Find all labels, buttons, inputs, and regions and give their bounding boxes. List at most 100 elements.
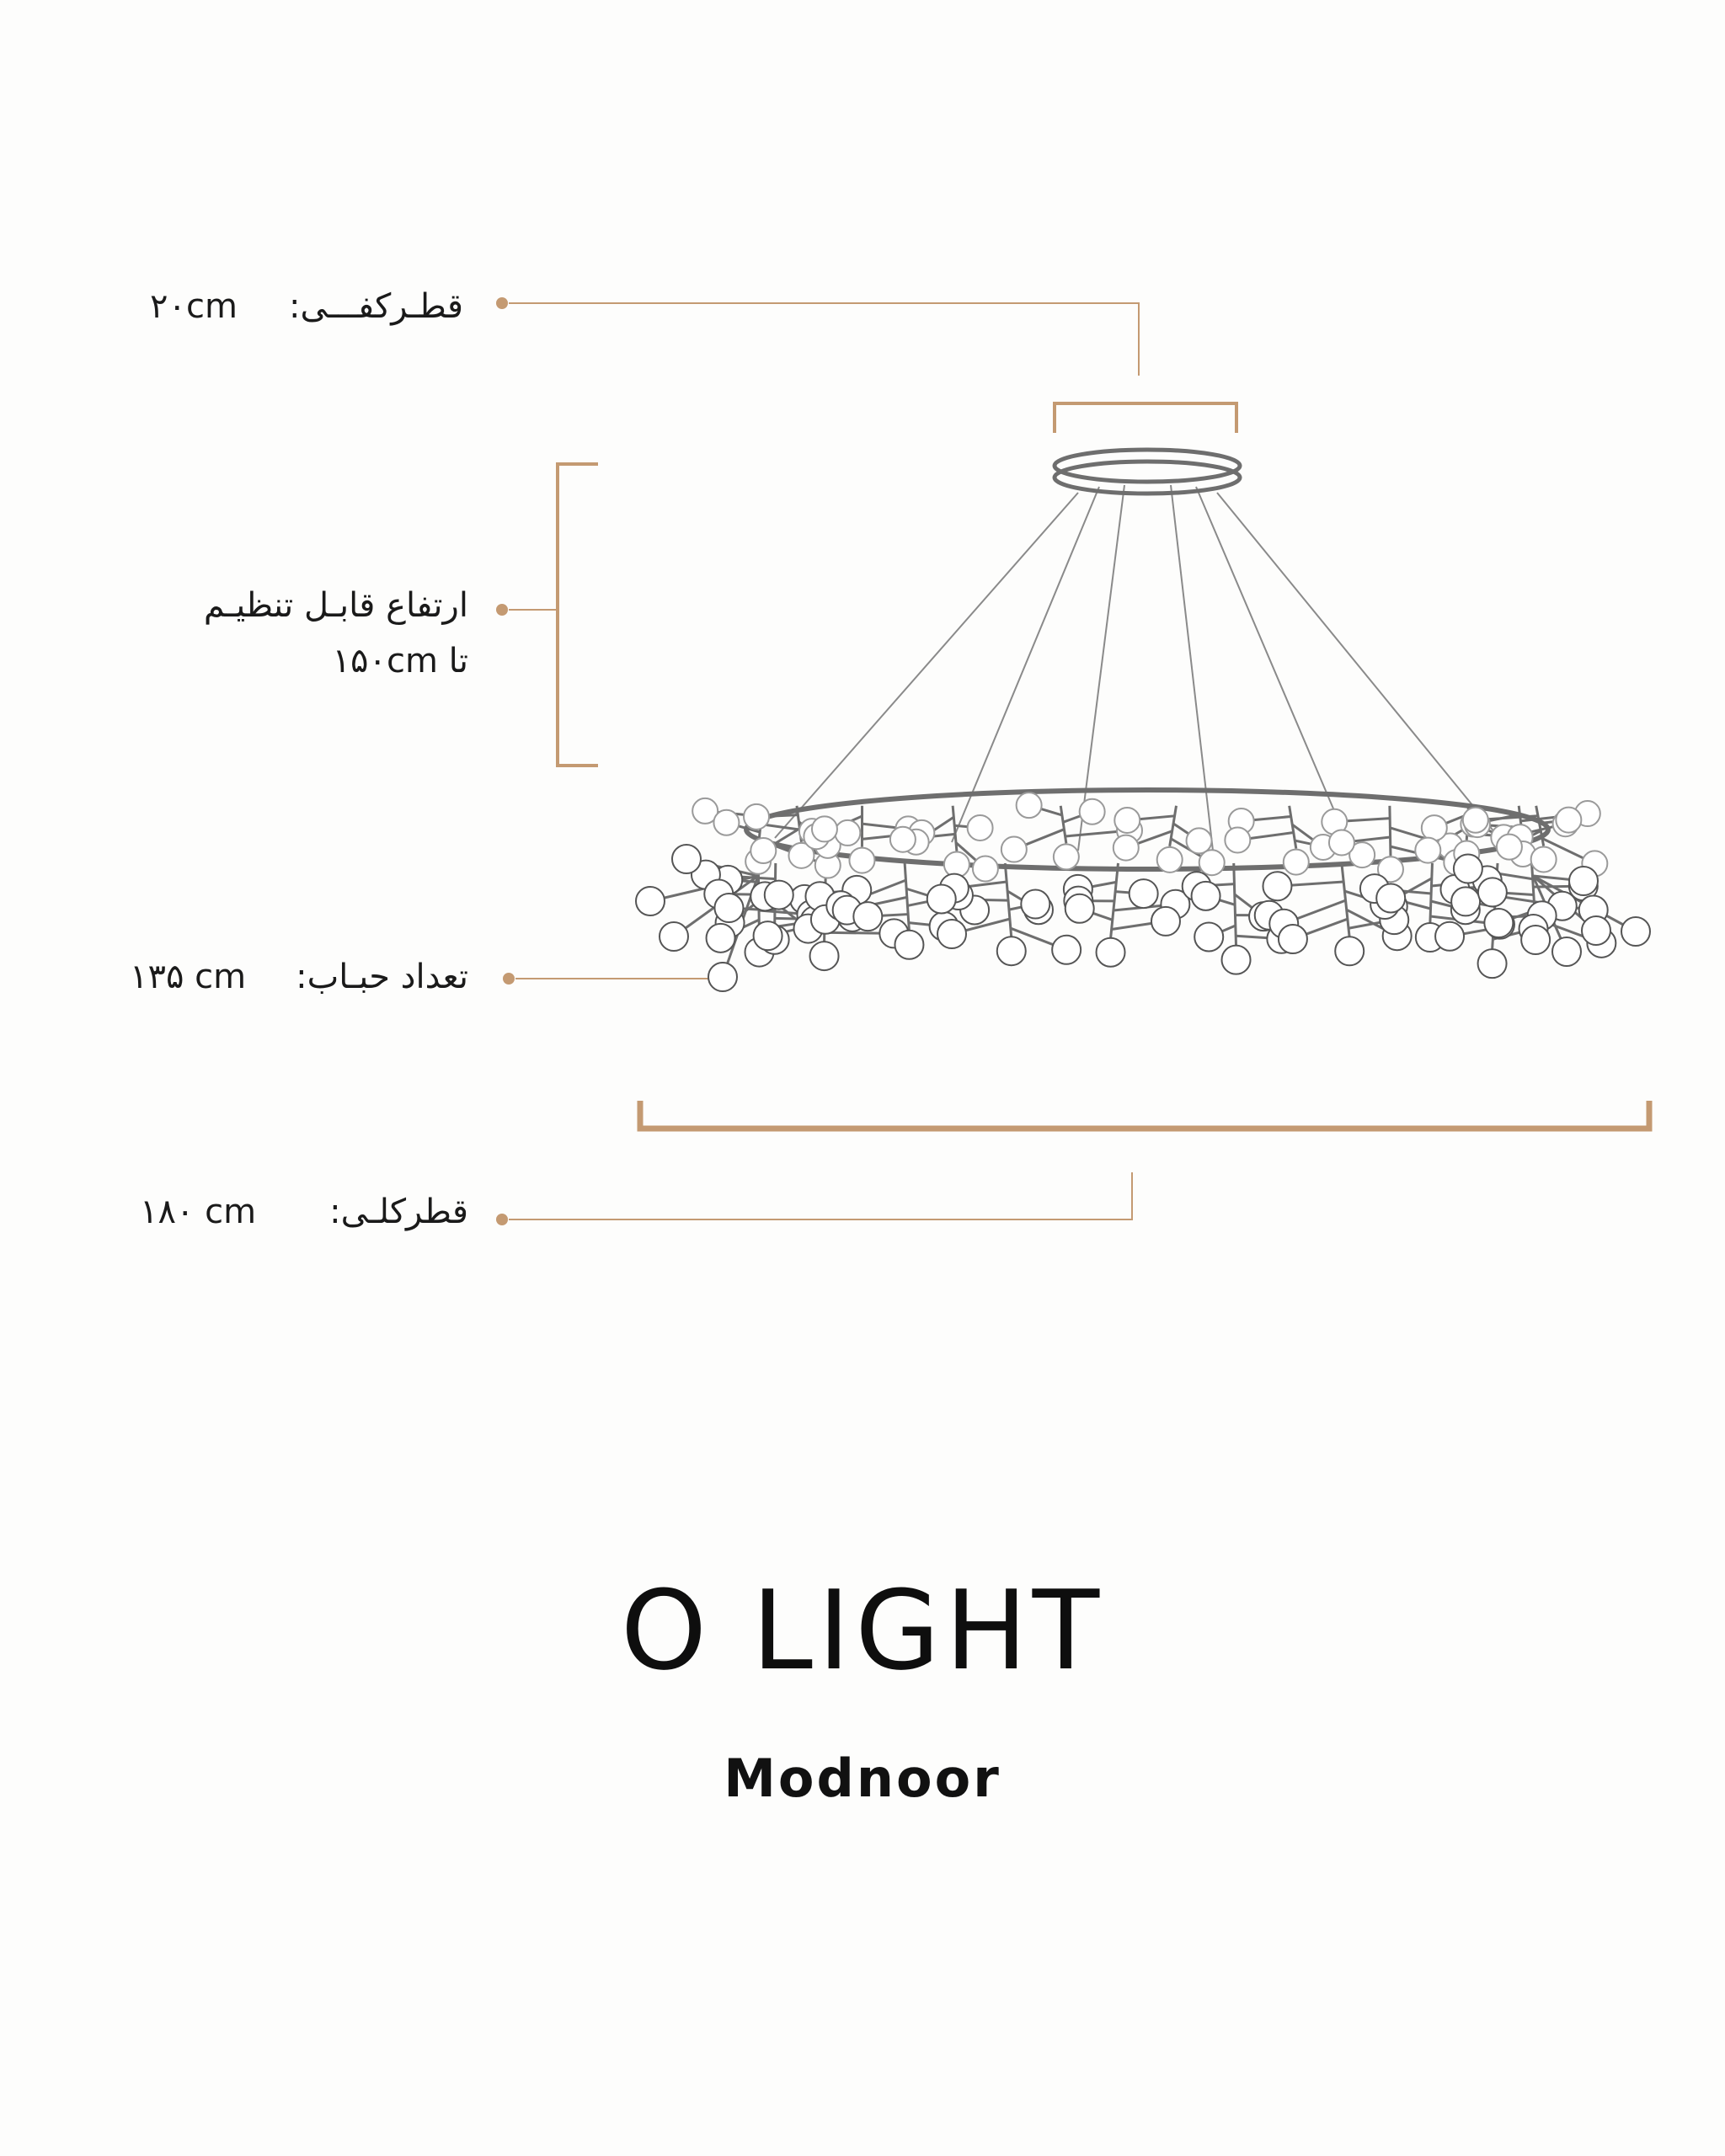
suspension-cable	[774, 492, 1079, 839]
bulb	[1224, 826, 1252, 854]
chandelier-fixture	[635, 447, 1651, 992]
bulb	[705, 922, 736, 953]
bulb	[692, 797, 719, 825]
overall-diameter-label: قطرکلـی:	[329, 1193, 468, 1231]
bulb	[1220, 944, 1252, 975]
height-callout	[496, 462, 598, 767]
branch-stem	[1388, 805, 1392, 857]
bulb	[1568, 866, 1599, 896]
bulb	[966, 814, 994, 841]
bulb	[848, 846, 876, 874]
bulb	[1051, 934, 1082, 965]
branch-stem	[1059, 805, 1068, 844]
bulbs	[635, 792, 1651, 992]
suspension-cable	[1216, 492, 1500, 839]
bulb	[852, 901, 884, 932]
bulbs-callout	[503, 973, 726, 985]
canopy-leader-line	[509, 302, 1140, 376]
bulb	[1020, 889, 1051, 920]
canopy-callout	[496, 297, 1238, 433]
canopy-diameter-label: قطـرکفـــی:	[289, 287, 463, 326]
bulb	[750, 837, 777, 865]
bulb	[1555, 806, 1583, 834]
bulb	[1520, 925, 1551, 956]
suspension-cable	[1195, 486, 1348, 843]
bulb	[1414, 836, 1442, 864]
bulb	[1434, 921, 1466, 952]
bulb	[996, 936, 1027, 967]
bulb	[889, 825, 916, 853]
bulb	[1078, 798, 1106, 825]
bulb	[1327, 829, 1355, 857]
height-bracket	[556, 462, 598, 767]
bulb	[1461, 806, 1489, 834]
bulb	[1348, 841, 1376, 869]
bulb	[809, 941, 840, 972]
bulb-count-label: تعداد حبـاب:	[296, 958, 468, 996]
main-ring	[744, 787, 1551, 872]
bulb	[1530, 846, 1557, 873]
bulb	[1015, 792, 1043, 819]
bulb	[1000, 835, 1028, 863]
diameter-leader-line	[509, 1172, 1133, 1220]
bulb	[937, 919, 968, 950]
bulb	[1420, 814, 1448, 842]
bulb	[659, 921, 689, 952]
suspension-cable	[1077, 484, 1125, 851]
bulb	[752, 921, 783, 952]
bulb	[810, 815, 838, 843]
bulb	[1581, 915, 1611, 946]
diameter-bracket	[637, 1101, 1653, 1132]
bulb	[1477, 948, 1508, 979]
bulb	[1112, 834, 1140, 862]
bulb	[1194, 921, 1225, 953]
suspension-cable	[1170, 484, 1214, 851]
canopy-ring-bottom	[1052, 459, 1242, 496]
bulb	[708, 962, 738, 992]
bulb	[926, 883, 957, 915]
canopy-ring	[1052, 447, 1242, 496]
bulb	[788, 841, 815, 869]
height-callout-dot	[496, 604, 508, 616]
canopy-diameter-value: ۲۰cm	[150, 287, 238, 326]
suspension-cables	[774, 484, 1500, 851]
bulb	[1185, 827, 1213, 855]
bulb	[1156, 846, 1183, 873]
bulb	[713, 893, 745, 924]
bulb	[635, 886, 665, 916]
bulb	[1150, 905, 1181, 937]
bulb	[894, 929, 925, 960]
bulb	[1128, 878, 1159, 910]
bulb	[971, 855, 999, 883]
bulb	[1376, 856, 1404, 883]
adjustable-height-label: ارتفاع قابـل تنظیـم	[203, 586, 468, 625]
bulbs-callout-dot	[503, 973, 515, 985]
bulb	[1114, 806, 1141, 834]
bulb	[1064, 893, 1095, 924]
bulb	[1450, 886, 1482, 917]
bulb	[1477, 877, 1508, 908]
canopy-width-bracket	[1053, 402, 1238, 433]
bulb	[1052, 843, 1080, 871]
bulb	[1334, 936, 1365, 967]
canopy-ring-top	[1052, 447, 1242, 484]
bulb	[1262, 871, 1293, 902]
overall-diameter-value: ۱۸۰ cm	[140, 1193, 257, 1231]
bulb	[834, 819, 862, 846]
bulb	[1621, 916, 1651, 947]
adjustable-height-range: تا ۱۵۰cm	[332, 642, 468, 680]
bulb	[1483, 908, 1514, 939]
suspension-cable	[951, 486, 1100, 843]
diameter-callout-dot	[496, 1214, 508, 1225]
canopy-callout-dot	[496, 297, 508, 309]
brand-logo: Modnoor	[724, 1748, 1001, 1809]
bulb	[763, 879, 794, 910]
bulb	[1190, 880, 1221, 911]
bulb-count-value: ۱۳۵ cm	[130, 958, 247, 996]
bulb	[1375, 883, 1407, 914]
bulb	[743, 803, 771, 830]
bulb	[1282, 848, 1310, 876]
bulb	[1551, 937, 1582, 967]
bulb	[1452, 853, 1483, 884]
